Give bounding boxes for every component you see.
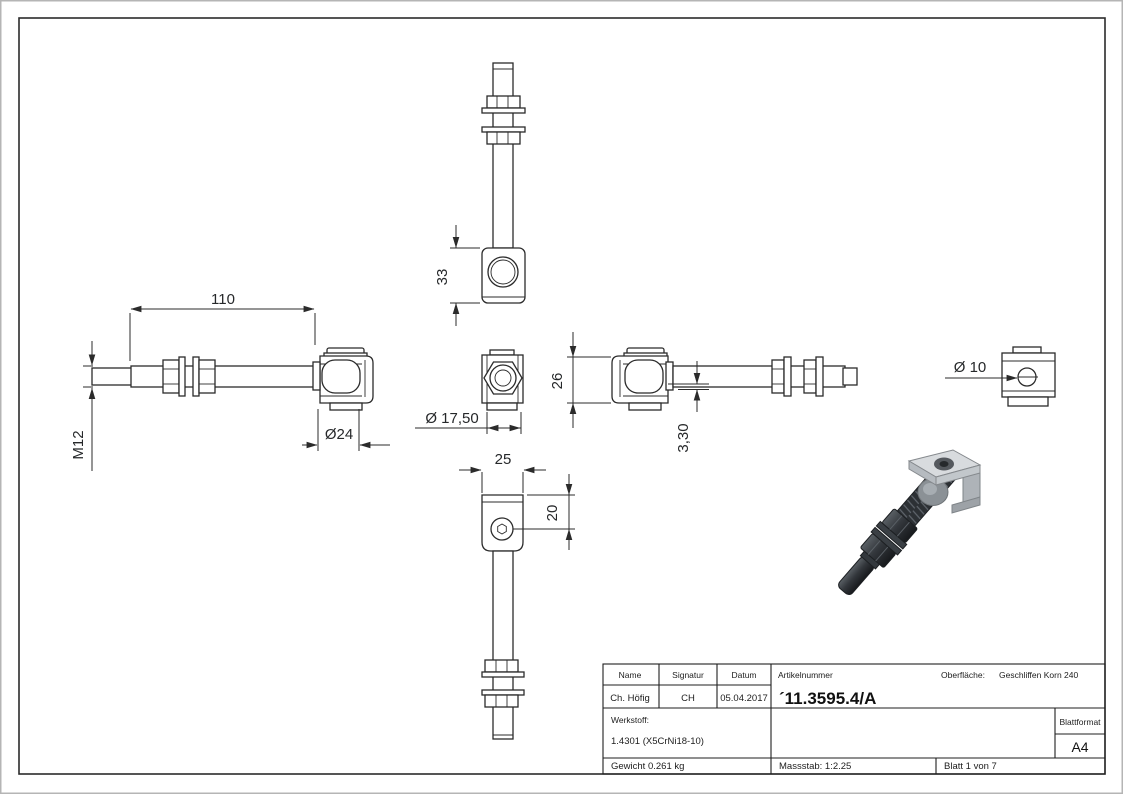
weight-value: Gewicht 0.261 kg — [611, 761, 684, 772]
scale-value: Massstab: 1:2.25 — [779, 761, 851, 772]
view-side-left — [91, 347, 374, 411]
dim-26-label: 26 — [549, 373, 566, 390]
signature-value: CH — [681, 693, 695, 704]
dim-24-label: Ø24 — [325, 426, 353, 443]
signature-label: Signatur — [672, 670, 704, 680]
view-side-right — [611, 347, 858, 411]
material-value: 1.4301 (X5CrNi18-10) — [611, 736, 704, 747]
dim-25-label: 25 — [495, 451, 512, 468]
date-value: 05.04.2017 — [720, 693, 768, 704]
name-label: Name — [619, 670, 642, 680]
title-block: Name Signatur Datum Ch. Höfig CH 05.04.2… — [610, 670, 1101, 772]
dim-10-label: Ø 10 — [954, 359, 987, 376]
dims-top — [450, 225, 480, 326]
date-label: Datum — [731, 670, 756, 680]
sheet-format-value: A4 — [1071, 739, 1088, 755]
dim-33-label: 33 — [434, 269, 451, 286]
view-detail-right — [1001, 346, 1056, 407]
article-number-value: ´11.3595.4/A — [779, 689, 876, 708]
dim-110-label: 110 — [211, 291, 235, 308]
view-bottom — [481, 494, 525, 740]
view-top — [481, 62, 526, 304]
material-label: Werkstoff: — [611, 715, 649, 725]
dim-3-30-label: 3,30 — [675, 423, 692, 452]
surface-label: Oberfläche: — [941, 670, 985, 680]
title-block-grid — [602, 663, 1106, 775]
article-number-label: Artikelnummer — [778, 670, 833, 680]
sheet-number-value: Blatt 1 von 7 — [944, 761, 997, 772]
name-value: Ch. Höfig — [610, 693, 650, 704]
render-3d — [838, 449, 982, 596]
dim-m12-label: M12 — [70, 430, 87, 459]
dims-side-left — [83, 305, 390, 471]
dims-bottom — [459, 466, 575, 550]
view-front — [481, 349, 524, 411]
dims-side-right — [668, 361, 709, 412]
dim-17-50-label: Ø 17,50 — [425, 410, 478, 427]
dims-front — [415, 332, 611, 434]
sheet-format-label: Blattformat — [1059, 717, 1101, 727]
surface-value: Geschliffen Korn 240 — [999, 670, 1078, 680]
dim-20-label: 20 — [544, 505, 561, 522]
